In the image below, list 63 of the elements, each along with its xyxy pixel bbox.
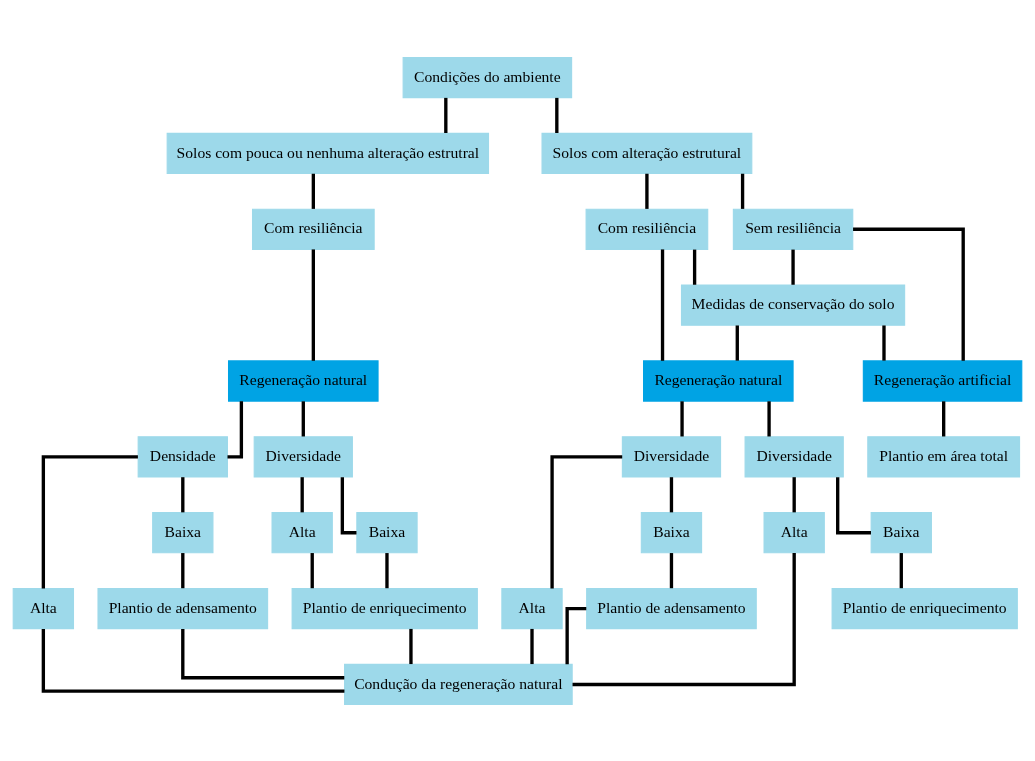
connector [444,97,448,133]
connector [792,476,796,512]
node-box: Diversidade [621,435,722,477]
connector [301,400,305,436]
connector [181,552,185,588]
connector [409,628,413,664]
connector [680,400,684,436]
connector [181,476,185,512]
node-box: Alta [12,587,75,629]
node-box: Plantio de enriquecimento [291,587,478,629]
connector [853,227,965,361]
node-box: Plantio de adensamento [586,587,757,629]
node-box: Sem resiliência [732,208,854,250]
connector [740,173,745,209]
node-box: Diversidade [744,435,844,477]
node-box: Regeneração artificial [862,359,1023,402]
node-box: Plantio de enriquecimento [831,587,1018,629]
node-box: Baixa [152,511,214,553]
connector [300,476,304,512]
connector [572,552,796,686]
node-box: Densidade [137,435,228,477]
connector [669,552,674,588]
node-box: Alta [271,511,333,553]
connector [836,476,871,534]
node-box: Regeneração natural [228,359,379,402]
connector [550,454,623,588]
connector [791,249,795,285]
connector [340,476,357,534]
node-box: Alta [763,511,825,553]
connector [767,400,771,436]
connector [735,324,739,361]
connector [899,552,903,588]
connector [942,400,946,436]
node-box: Condições do ambiente [402,56,573,98]
connector [227,400,244,459]
connector [41,628,345,693]
connector [310,552,314,588]
connector [530,628,534,664]
connector [660,248,665,361]
connector [311,173,315,209]
node-box: Condução da regeneração natural [344,663,573,705]
connector [311,248,315,361]
connector [669,476,674,512]
node-box: Medidas de conservação do solo [680,284,906,326]
connector [41,454,138,588]
connector [181,628,345,679]
connector [555,97,559,133]
node-box: Plantio de adensamento [97,587,269,629]
node-box: Baixa [640,511,703,553]
node-box: Solos com pouca ou nenhuma alteração estrutral [166,132,490,174]
node-box: Solos com alteração estrutural [541,132,753,174]
connector [692,249,697,285]
node-box: Diversidade [253,435,353,477]
node-box: Baixa [356,511,418,553]
node-box: Com resiliência [585,208,709,250]
node-box: Baixa [870,511,932,553]
node-box: Plantio em área total [867,435,1021,477]
node-box: Com resiliência [251,208,375,250]
connector [385,552,389,588]
node-box: Regeneração natural [643,359,794,402]
connector [645,173,649,209]
node-box: Alta [501,587,563,629]
connector [882,324,886,361]
